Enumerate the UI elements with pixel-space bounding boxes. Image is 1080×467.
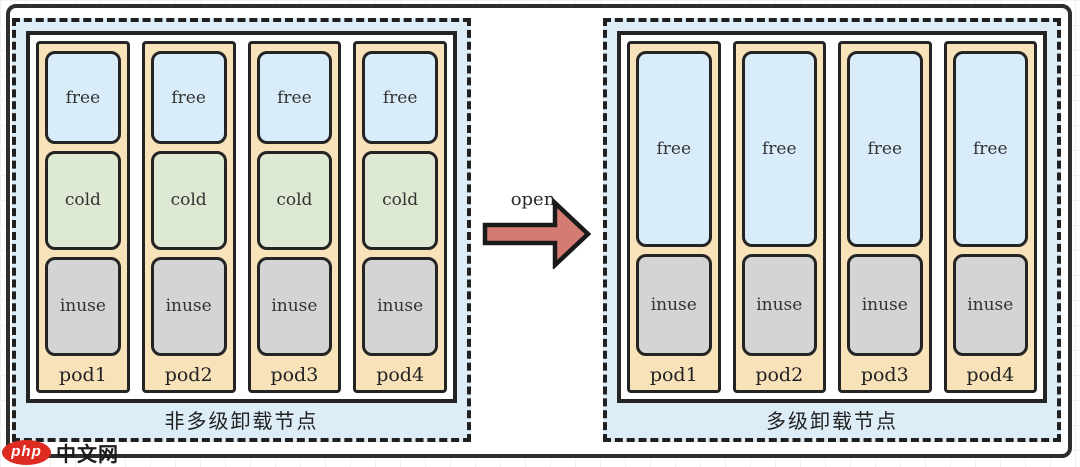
pod-name: pod1: [58, 364, 107, 386]
node-label-multilevel: 多级卸载节点: [766, 409, 898, 433]
pod3: free inuse pod3: [838, 41, 932, 393]
cold-block: cold: [256, 151, 333, 250]
pod-name: pod4: [376, 364, 425, 386]
inuse-block: inuse: [952, 254, 1028, 356]
inuse-block: inuse: [636, 254, 712, 356]
node-multilevel-offload: free inuse pod1 free inuse pod2 free inu…: [603, 18, 1061, 442]
free-block: free: [741, 51, 817, 248]
inuse-block: inuse: [362, 256, 438, 356]
machine-multilevel: free inuse pod1 free inuse pod2 free inu…: [617, 31, 1047, 403]
free-block: free: [952, 51, 1028, 248]
arrow-label: open: [510, 189, 556, 210]
free-block: free: [256, 51, 333, 145]
free-block: free: [45, 51, 121, 145]
node-label-non-multilevel: 非多级卸载节点: [164, 409, 319, 433]
pod3: free cold inuse pod3: [247, 41, 342, 393]
free-block: free: [362, 51, 438, 145]
pod2: free inuse pod2: [732, 41, 826, 393]
pod-name: pod3: [270, 364, 319, 386]
pod4: free cold inuse pod4: [353, 41, 447, 393]
inuse-block: inuse: [847, 254, 923, 356]
inuse-block: inuse: [256, 256, 333, 356]
pod-name: pod1: [649, 364, 698, 386]
watermark: php 中文网: [2, 439, 119, 466]
inuse-block: inuse: [741, 254, 817, 356]
pod1: free inuse pod1: [627, 41, 721, 393]
right-arrow-icon: [482, 197, 592, 269]
free-block: free: [847, 51, 923, 248]
machine-non-multilevel: free cold inuse pod1 free cold inuse pod…: [26, 31, 457, 403]
pod-name: pod4: [966, 364, 1015, 386]
pod2: free cold inuse pod2: [141, 41, 236, 393]
cold-block: cold: [150, 151, 227, 250]
node-non-multilevel-offload: free cold inuse pod1 free cold inuse pod…: [12, 18, 471, 442]
pod-name: pod3: [860, 364, 909, 386]
cold-block: cold: [45, 151, 121, 250]
free-block: free: [150, 51, 227, 145]
free-block: free: [636, 51, 712, 248]
php-logo-icon: php: [2, 440, 51, 465]
watermark-text: 中文网: [56, 444, 119, 466]
pod1: free cold inuse pod1: [36, 41, 130, 393]
transition-arrow-group: open: [481, 189, 593, 269]
pod4: free inuse pod4: [943, 41, 1037, 393]
inuse-block: inuse: [45, 256, 121, 356]
pod-name: pod2: [755, 364, 804, 386]
pod-name: pod2: [164, 364, 213, 386]
cold-block: cold: [362, 151, 438, 250]
inuse-block: inuse: [150, 256, 227, 356]
